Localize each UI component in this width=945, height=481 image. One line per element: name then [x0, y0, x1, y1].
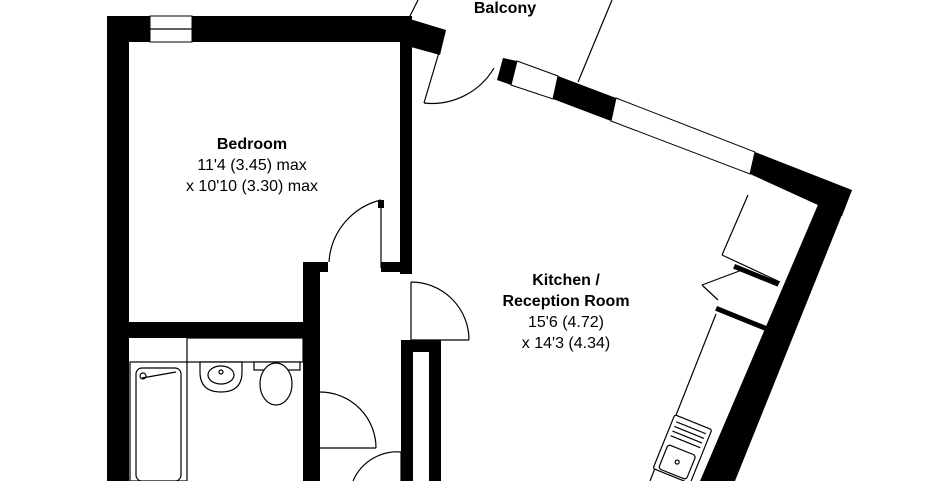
kitchen-dimension-2: x 14'3 (4.34) [521, 335, 611, 352]
bathroom-shelf [186, 337, 304, 363]
kitchen-unit-top [721, 194, 749, 256]
bedroom-wall-right [400, 16, 412, 274]
kitchen-unit-top-edge [721, 254, 781, 283]
balcony-door-leaf [423, 31, 446, 104]
kitchen-name-line1: Kitchen / [532, 272, 600, 289]
hall-wall-right-lower [429, 340, 441, 481]
balcony-wall-left [400, 16, 446, 55]
bedroom-wall-bottom [107, 322, 307, 338]
exterior-wall-segment-2 [553, 76, 616, 121]
bedroom-door-jamb-lower [381, 262, 411, 272]
bedroom-dimension-2: x 10'10 (3.30) max [185, 178, 318, 195]
shower-rail [141, 371, 177, 379]
reception-window-1 [510, 60, 559, 100]
bedroom-label: Bedroom 11'4 (3.45) max x 10'10 (3.30) m… [152, 134, 352, 197]
kitchen-label: Kitchen / Reception Room 15'6 (4.72) x 1… [466, 270, 666, 354]
washbasin-bowl [207, 365, 235, 385]
toilet-bowl [259, 362, 293, 406]
kitchen-dimension-1: 15'6 (4.72) [528, 314, 604, 331]
washbasin-tap [218, 369, 224, 375]
balcony-name: Balcony [473, 0, 537, 17]
balcony-rail-left [408, 0, 419, 19]
kitchen-sink [653, 414, 712, 481]
kitchen-name-line2: Reception Room [502, 293, 630, 310]
bathtub-inner [135, 367, 182, 481]
exterior-wall-right [700, 190, 852, 481]
balcony-rail-right [577, 0, 613, 83]
hall-wall-right [401, 340, 413, 481]
balcony-door-swing [423, 67, 495, 105]
cupboard-door-1 [701, 269, 743, 286]
cupboard-door-2 [701, 284, 719, 301]
cupboard-wall-1 [733, 264, 780, 287]
bedroom-dimension-1: 11'4 (3.45) max [197, 157, 307, 174]
hall-door-swing [352, 451, 402, 481]
cupboard-wall-2 [715, 306, 768, 332]
reception-window-2 [610, 97, 756, 175]
bedroom-wall-left [107, 16, 129, 481]
bedroom-door-swing [328, 199, 382, 263]
hall-wall-stub [303, 262, 328, 272]
reception-door-swing [410, 281, 470, 341]
exterior-wall-segment-1 [497, 58, 517, 85]
bedroom-door-jamb [378, 200, 384, 208]
shower-head [139, 372, 147, 380]
bathroom-door-swing [319, 391, 377, 449]
balcony-label: Balcony [455, 0, 555, 19]
hall-wall-left [303, 262, 320, 481]
bedroom-name: Bedroom [216, 136, 288, 153]
